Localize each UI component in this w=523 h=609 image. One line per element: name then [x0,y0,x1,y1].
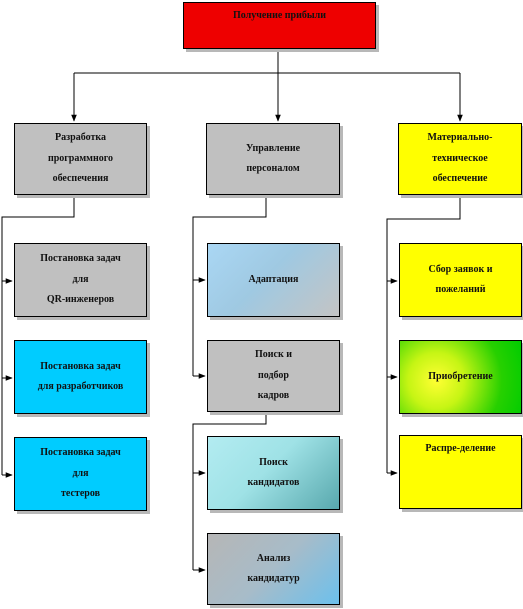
connector-dev-spine [1,195,75,475]
node-hr-analysis: Анализ кандидатур [207,533,340,605]
node-hr-adapt: Адаптация [207,243,340,317]
connector-search-spine [192,412,267,570]
connector-hr-spine [192,195,267,376]
node-mto-distribute: Распре-деление [399,435,522,509]
branch-hr: Управление персоналом [206,123,340,195]
connector-mto-spine [386,195,461,473]
node-dev-test: Постановка задач для тестеров [14,437,147,511]
node-mto-collect: Сбор заявок и пожеланий [399,243,522,317]
node-hr-search: Поиск и подбор кадров [207,340,340,412]
branch-dev: Разработка программного обеспечения [14,123,147,195]
branch-mto: Материально- техническое обеспечение [398,123,522,195]
node-dev-qr: Постановка задач для QR-инженеров [14,243,147,317]
node-hr-candidates: Поиск кандидатов [207,436,340,510]
root-node: Получение прибыли [183,2,376,49]
node-mto-purchase: Приобретение [399,340,522,414]
node-dev-devs: Постановка задач для разработчиков [14,340,147,414]
